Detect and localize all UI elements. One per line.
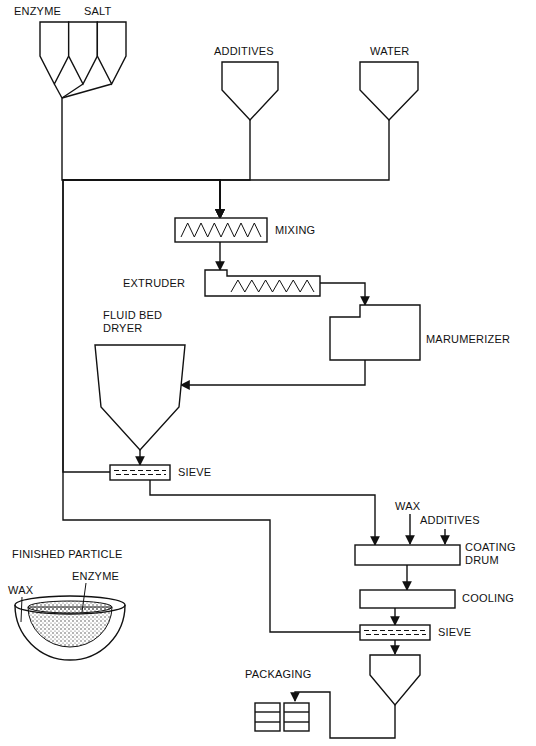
node-outline bbox=[330, 305, 420, 360]
node-outline bbox=[360, 625, 430, 640]
flow-connector bbox=[139, 450, 140, 465]
sieve-box: SIEVE bbox=[360, 625, 430, 640]
flow-connector bbox=[219, 242, 220, 270]
node-outline bbox=[355, 545, 460, 565]
text-label: PACKAGING bbox=[245, 668, 311, 681]
flow-connector bbox=[394, 608, 395, 625]
node-outline bbox=[175, 218, 267, 242]
node-label: COATING DRUM bbox=[465, 541, 527, 567]
node-outline bbox=[95, 345, 185, 450]
flow-connector bbox=[220, 120, 389, 218]
flow-connector bbox=[63, 180, 360, 632]
wax-feed-arrow bbox=[409, 514, 410, 544]
node-label: SIEVE bbox=[178, 466, 211, 479]
node-label: ADDITIVES bbox=[214, 45, 274, 58]
node-label: MIXING bbox=[275, 224, 315, 237]
text-label: ENZYME bbox=[72, 570, 119, 583]
text-label: WAX bbox=[8, 584, 33, 597]
text-label: FINISHED PARTICLE bbox=[12, 548, 123, 561]
node-label: WATER bbox=[370, 45, 410, 58]
packaging-drums bbox=[255, 703, 309, 731]
sieve-box: SIEVE bbox=[110, 465, 170, 480]
extruder-box: EXTRUDER bbox=[205, 270, 320, 296]
coating-drum-box: COATING DRUM bbox=[355, 545, 460, 565]
node-label: ENZYME bbox=[14, 5, 61, 18]
text-label: ADDITIVES bbox=[420, 514, 480, 527]
packaging-line bbox=[295, 692, 395, 738]
flow-connector bbox=[320, 283, 365, 305]
leader-line bbox=[21, 597, 22, 622]
flow-connector bbox=[150, 480, 375, 545]
hopper: WATER bbox=[360, 62, 418, 120]
node-label: FLUID BED DRYER bbox=[103, 309, 173, 335]
hopper-group: ENZYMESALT bbox=[40, 22, 126, 98]
flow-connector bbox=[220, 120, 250, 218]
marumerizer-box: MARUMERIZER bbox=[330, 305, 420, 360]
cooling-box: COOLING bbox=[360, 590, 455, 608]
flow-connector bbox=[62, 98, 220, 218]
node-label: SALT bbox=[84, 5, 112, 18]
additives-feed-arrow bbox=[444, 529, 445, 544]
node-outline bbox=[110, 465, 170, 480]
node-outline bbox=[360, 62, 418, 120]
node-outline bbox=[40, 22, 126, 98]
node-outline bbox=[360, 590, 455, 608]
node-label: MARUMERIZER bbox=[426, 333, 510, 346]
mixer-box: MIXING bbox=[175, 218, 267, 242]
hopper: ADDITIVES bbox=[222, 62, 278, 120]
product-hopper bbox=[370, 655, 420, 705]
node-label: EXTRUDER bbox=[123, 277, 185, 290]
node-label: SIEVE bbox=[438, 626, 471, 639]
flow-connector bbox=[181, 360, 365, 385]
flow-connector bbox=[406, 565, 407, 590]
text-label: WAX bbox=[395, 500, 420, 513]
node-label: COOLING bbox=[462, 592, 514, 605]
node-outline bbox=[222, 62, 278, 120]
leader-line bbox=[82, 583, 86, 612]
product-line bbox=[394, 640, 395, 654]
dryer-shape: FLUID BED DRYER bbox=[95, 345, 185, 450]
node-outline bbox=[205, 270, 320, 296]
